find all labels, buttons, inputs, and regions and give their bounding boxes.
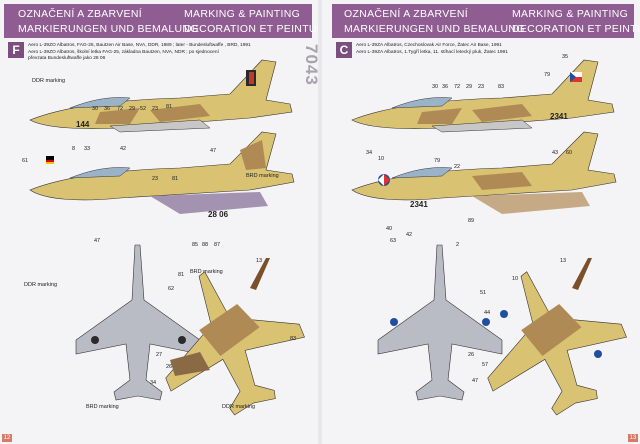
brd-marking-label: BRD marking [246,173,279,179]
callout: 72 [117,106,124,112]
callout: 87 [214,242,221,248]
callout: 57 [482,362,489,368]
title-fr: DECORATION ET PEINTURE [512,23,640,35]
side-view-mid [29,131,295,214]
page-header: OZNAČENÍ A ZBARVENÍ MARKIERUNGEN UND BEM… [332,4,640,38]
callout: 22 [454,164,461,170]
scheme-letter: C [336,42,352,58]
caption-cz: Aero L-39ZA Albatros, 1.Tygří letka, 11.… [356,50,508,55]
callout: 61 [22,158,29,164]
callout: 40 [386,226,393,232]
aircraft-code: 144 [76,120,90,129]
title-fr: DECORATION ET PEINTURE [184,23,318,35]
title-de: MARKIERUNGEN UND BEMALUNG [18,23,199,35]
underside-view [377,244,503,401]
callout: 72 [454,84,461,90]
callout: 47 [94,238,101,244]
top-view [487,258,627,416]
side-view-mid [351,131,617,214]
side-view-top [29,59,293,133]
caption-en: Aero L-39ZO Albatros, FAG-25, Bautzen Ai… [28,43,251,48]
aircraft-drawings [351,59,627,416]
callout: 27 [156,352,163,358]
ddr-marking-label: DDR marking [32,78,66,84]
ddr-marking-label-2: DDR marking [24,282,58,288]
callout: 63 [390,238,397,244]
callout: 62 [168,286,175,292]
callout: 36 [104,106,111,112]
aircraft-code-2: 2341 [410,200,428,209]
callout: 52 [140,106,147,112]
callout: 79 [544,72,551,78]
callout: 13 [256,258,263,264]
scheme-letter: F [8,42,24,58]
callout: 26 [468,352,475,358]
page-number: 12 [2,434,12,442]
callout: 34 [366,150,373,156]
callout: 60 [566,150,573,156]
callout: 30 [92,106,99,112]
callout: 35 [562,54,569,60]
page-number: 13 [628,434,638,442]
callout: 23 [152,176,159,182]
ddr-marking-label-3: DDR marking [222,404,256,410]
page-header: OZNAČENÍ A ZBARVENÍ MARKIERUNGEN UND BEM… [4,4,318,38]
callout: 42 [406,232,413,238]
callout: 23 [478,84,485,90]
callout: 81 [172,176,179,182]
right-page: OZNAČENÍ A ZBARVENÍ MARKIERUNGEN UND BEM… [322,0,640,444]
title-en: MARKING & PAINTING [512,8,629,20]
top-view [165,258,305,416]
callout: 81 [178,272,185,278]
kit-number: 7043 [302,44,318,86]
callout: 29 [466,84,473,90]
callout: 26 [166,364,173,370]
callout: 29 [129,106,136,112]
brd-marking-label-3: BRD marking [86,404,119,410]
callout: 34 [150,380,157,386]
callout: 13 [560,258,567,264]
callout: 47 [472,378,479,384]
callout: 42 [120,146,127,152]
side-view-top [351,59,615,133]
callout: 44 [484,310,491,316]
aircraft-drawings [29,59,305,416]
brd-marking-label-2: BRD marking [190,269,223,275]
aircraft-code: 2341 [550,112,568,121]
left-page: OZNAČENÍ A ZBARVENÍ MARKIERUNGEN UND BEM… [0,0,318,444]
callout: 81 [166,104,173,110]
title-de: MARKIERUNGEN UND BEMALUNG [344,23,525,35]
title-cz: OZNAČENÍ A ZBARVENÍ [18,8,142,20]
callout: 89 [468,218,475,224]
callout: 88 [202,242,209,248]
callout: 10 [512,276,519,282]
callout: 2 [456,242,460,248]
callout: 8 [72,146,76,152]
callout: 10 [378,156,385,162]
title-en: MARKING & PAINTING [184,8,301,20]
callout: 33 [84,146,91,152]
callout: 79 [434,158,441,164]
callout: 51 [480,290,487,296]
aircraft-code-2: 28 06 [208,210,229,219]
title-cz: OZNAČENÍ A ZBARVENÍ [344,8,468,20]
callout: 30 [432,84,439,90]
callout: 23 [152,106,159,112]
caption-en: Aero L-39ZA Albatros, Czechoslovak Air F… [356,43,502,48]
callout: 83 [290,336,297,342]
callout: 43 [552,150,559,156]
callout: 83 [498,84,505,90]
underside-view [75,244,201,401]
caption-cz: Aero L-39ZO Albatros, školní letka FAG-2… [28,50,219,61]
callout: 85 [192,242,199,248]
callout: 47 [210,148,217,154]
callout: 36 [442,84,449,90]
